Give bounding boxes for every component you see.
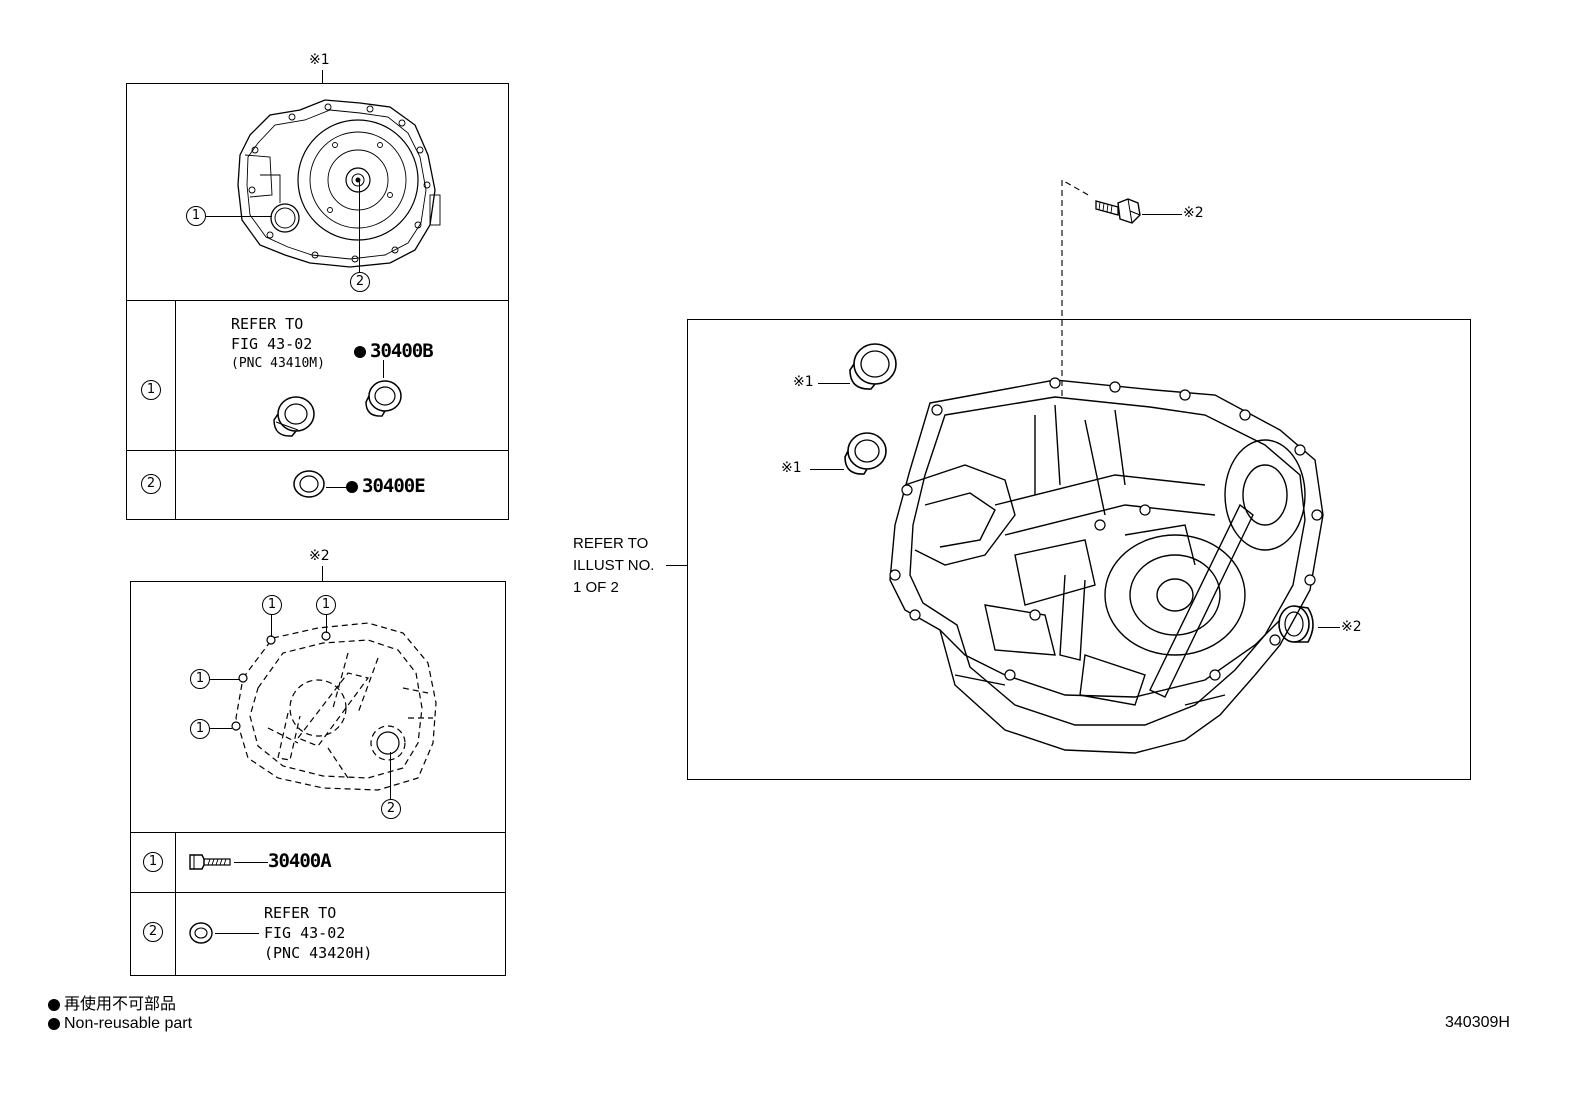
non-reusable-dot-icon (48, 1017, 60, 1030)
inset1-callout-2: 2 (350, 272, 370, 292)
inset2-callout-1d-leader (210, 728, 232, 729)
inset1-row2-leader (326, 487, 346, 488)
bolt-icon (1095, 198, 1141, 224)
main-seal-1b-leader (810, 469, 844, 470)
main-refer-line1: REFER TO (573, 535, 649, 552)
inset2-row2-refer-line2: FIG 43-02 (264, 924, 346, 942)
main-refer-line3: 1 OF 2 (573, 579, 619, 596)
oil-seal-icon (365, 380, 402, 417)
inset2-mark: ※2 (309, 548, 330, 564)
inset2-mark-leader (322, 566, 323, 582)
inset1-divider-2 (126, 450, 509, 451)
inset1-mark: ※1 (309, 52, 330, 68)
inset1-row1-refer-line1: REFER TO (231, 315, 304, 333)
inset2-callout-1b: 1 (316, 595, 336, 615)
non-reusable-dot-icon (48, 998, 60, 1011)
inset2-row1-number: 1 (143, 852, 163, 872)
main-bolt-mark: ※2 (1183, 205, 1204, 221)
inset1-row1-refer-line3: (PNC 43410M) (231, 356, 325, 371)
main-seal-1a-leader (818, 383, 850, 384)
part-number-30400E: 30400E (362, 475, 426, 497)
transmission-assembly-drawing (889, 377, 1324, 754)
non-reusable-dot-icon (354, 345, 366, 358)
main-refer-leader (666, 565, 687, 566)
main-bolt-leader (1142, 214, 1182, 215)
inset2-row2-number: 2 (143, 922, 163, 942)
inset1-row2-number: 2 (141, 474, 161, 494)
inset1-col-divider (175, 300, 176, 520)
main-seal-2-mark: ※2 (1341, 619, 1362, 635)
bolt-dashed-leader (1061, 179, 1091, 396)
inset1-row1-number: 1 (141, 380, 161, 400)
main-seal-1b-mark: ※1 (781, 460, 802, 476)
inset2-callout-1d: 1 (190, 719, 210, 739)
legend-jp: 再使用不可部品 (48, 990, 176, 1014)
inset1-divider-1 (126, 300, 509, 301)
main-seal-2-leader (1318, 627, 1340, 628)
inset2-callout-1c-leader (210, 679, 240, 680)
inset2-callout-2: 2 (381, 799, 401, 819)
inset1-row1-part: 30400B (354, 340, 434, 362)
oil-seal-icon (1278, 605, 1314, 643)
inset1-callout-1-leader (206, 216, 272, 217)
inset1-mark-leader (322, 70, 323, 84)
oil-seal-icon (849, 343, 897, 390)
inset1-callout-2-leader (359, 182, 360, 272)
legend-en-text: Non-reusable part (64, 1015, 193, 1032)
main-refer-line2: ILLUST NO. (573, 557, 655, 574)
part-number-30400A: 30400A (268, 850, 332, 872)
inset2-case-drawing (231, 622, 437, 791)
legend-en: Non-reusable part (48, 1015, 192, 1033)
legend-jp-text: 再使用不可部品 (64, 996, 177, 1013)
inset2-col-divider (175, 832, 176, 976)
inset1-frame (126, 83, 509, 520)
part-number-30400B: 30400B (370, 340, 434, 362)
inset2-callout-2-leader (390, 752, 391, 799)
inset2-row2-refer-line3: (PNC 43420H) (264, 944, 373, 962)
bolt-icon (189, 854, 231, 870)
inset2-frame (130, 581, 506, 976)
inset1-case-drawing (237, 99, 441, 268)
inset1-row1-leader (383, 360, 384, 378)
inset2-row2-leader (215, 933, 259, 934)
oil-seal-icon (844, 432, 887, 475)
inset2-divider-2 (130, 892, 506, 893)
non-reusable-dot-icon (346, 480, 358, 493)
washer-icon (189, 922, 213, 944)
inset2-row1-leader (234, 862, 268, 863)
inset2-callout-1a-leader (271, 615, 272, 637)
inset2-callout-1c: 1 (190, 669, 210, 689)
inset1-callout-1: 1 (186, 206, 206, 226)
inset2-divider-1 (130, 832, 506, 833)
oil-seal-icon (273, 396, 315, 437)
main-frame (687, 319, 1471, 780)
inset1-row2-part: 30400E (346, 475, 426, 497)
inset2-callout-1a: 1 (262, 595, 282, 615)
inset2-row2-refer-line1: REFER TO (264, 904, 337, 922)
main-seal-1a-mark: ※1 (793, 374, 814, 390)
inset1-row1-refer-line2: FIG 43-02 (231, 335, 313, 353)
inset2-callout-1b-leader (326, 615, 327, 633)
oil-seal-icon (293, 470, 325, 498)
figure-id: 340309H (1445, 1014, 1510, 1031)
